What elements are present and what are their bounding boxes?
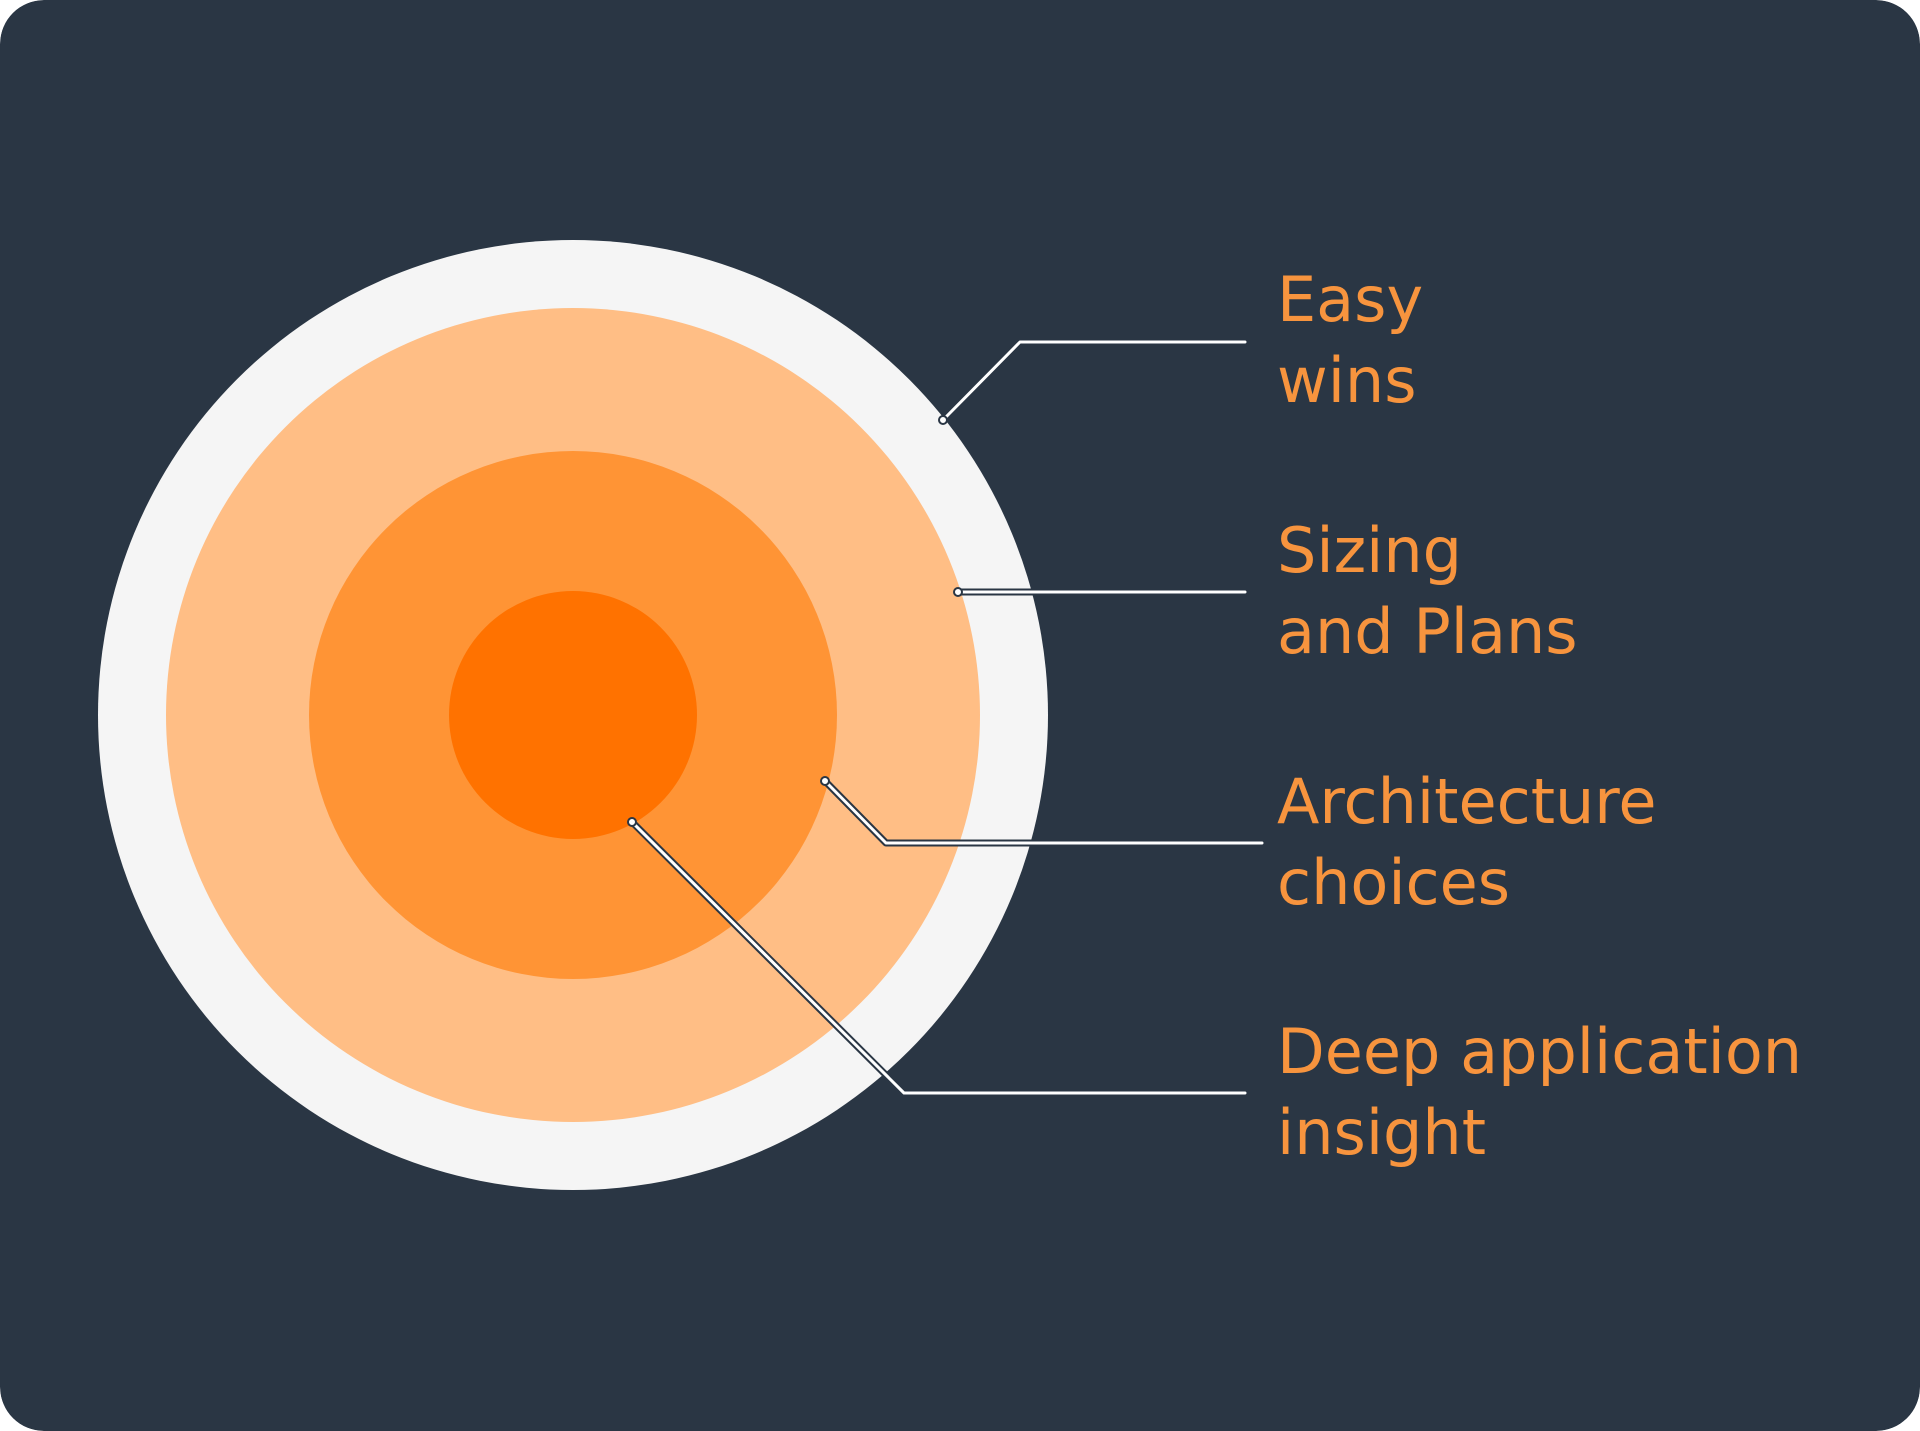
layer-core-deep-application-insight [449, 591, 697, 839]
leader-line-easy-wins [938, 338, 1249, 425]
label-deep-application-insight-line-1: Deep application [1277, 1015, 1803, 1088]
leader-line-deep-application-insight [627, 817, 1249, 1097]
label-easy-wins-line-2: wins [1277, 344, 1417, 417]
label-easy-wins-line-1: Easy [1277, 263, 1424, 336]
label-sizing-and-plans-line-1: Sizing [1277, 514, 1463, 587]
label-deep-application-insight-line-2: insight [1277, 1096, 1487, 1169]
label-architecture-choices-line-2: choices [1277, 846, 1511, 919]
label-architecture-choices: Architecture choices [1277, 761, 1657, 923]
label-sizing-and-plans: Sizing and Plans [1277, 510, 1578, 672]
label-deep-application-insight: Deep application insight [1277, 1011, 1802, 1173]
label-sizing-and-plans-line-2: and Plans [1277, 595, 1578, 668]
leader-line-architecture-choices [820, 776, 1266, 847]
label-architecture-choices-line-1: Architecture [1277, 765, 1657, 838]
leader-line-sizing-and-plans [953, 587, 1249, 597]
label-easy-wins: Easy wins [1277, 259, 1423, 421]
